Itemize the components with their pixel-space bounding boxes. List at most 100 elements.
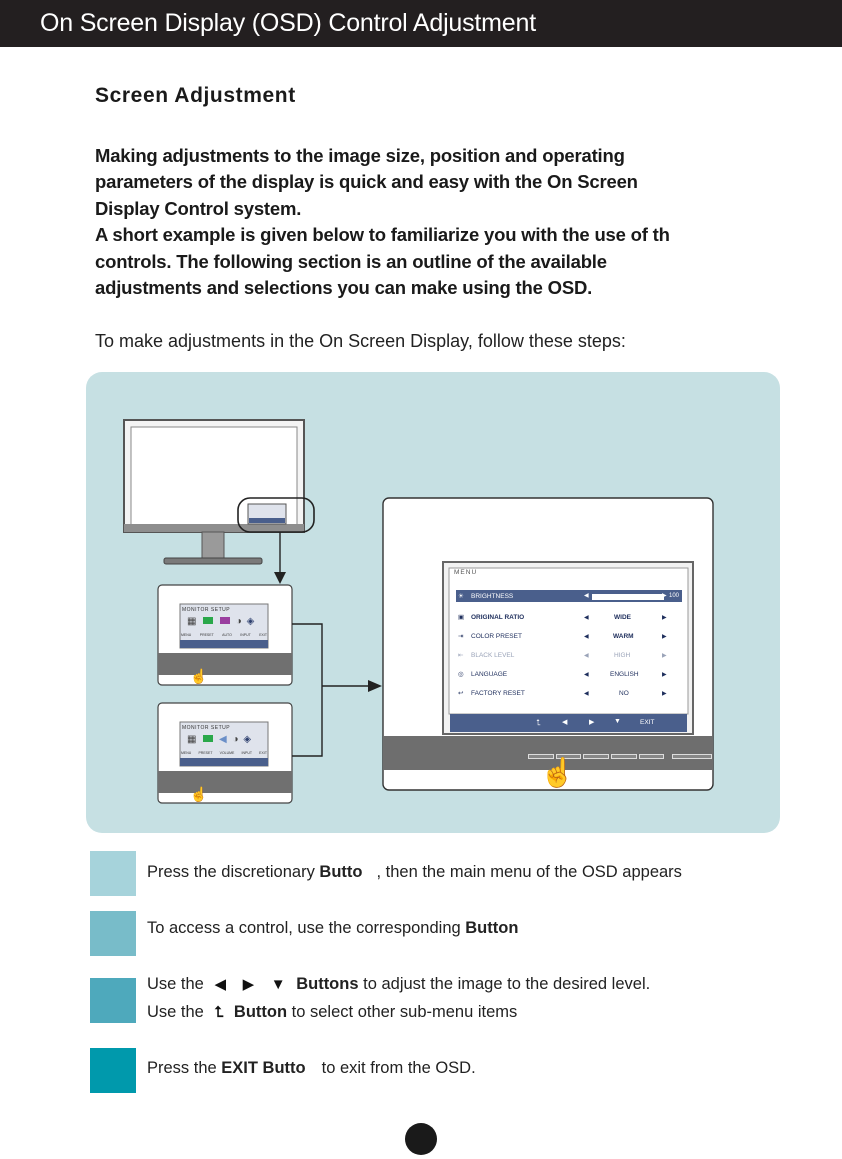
monitor-setup-label-2: MONITOR SETUP — [182, 725, 231, 731]
step-1-bold: Butto — [319, 863, 363, 881]
step-3-line-2: Use the ⮤ Button to select other sub-men… — [147, 1003, 517, 1022]
left-arrow-icon: ◀ — [214, 976, 227, 993]
step-4-color-swatch — [90, 1048, 136, 1093]
small-menu-item: MENU — [181, 751, 192, 755]
bracket-line — [292, 623, 323, 757]
step-3-line-2-bold: Button — [233, 1003, 288, 1021]
osd-exit-label: EXIT — [640, 719, 655, 726]
osd-row-language: ◎ LANGUAGE ◀ ENGLISH ▶ — [456, 667, 682, 686]
osd-row-label: ORIGINAL RATIO — [471, 614, 525, 621]
hand-pointer-icon: ☝ — [540, 757, 575, 788]
left-arrow-icon: ◀ — [584, 691, 589, 697]
intro-line: A short example is given below to famili… — [95, 224, 670, 246]
left-arrow-icon: ◀ — [584, 615, 589, 621]
step-2-color-swatch — [90, 911, 136, 956]
step-4-bold: EXIT Butto — [221, 1059, 306, 1077]
small-menu-1: MENU PRESET AUTO INPUT EXIT — [181, 633, 267, 637]
right-arrow-icon: ▶ — [662, 691, 667, 697]
volume-icon: ◀ — [219, 734, 227, 745]
right-arrow-icon: ▶ — [662, 653, 667, 659]
osd-row-label: FACTORY RESET — [471, 690, 525, 697]
small-menu-item: INPUT — [240, 633, 251, 637]
right-arrow-icon: ▶ — [662, 634, 667, 640]
osd-small-panel-1 — [157, 584, 293, 686]
osd-row-label: LANGUAGE — [471, 671, 508, 678]
hardware-down-button[interactable] — [610, 754, 637, 759]
steps-lead-text: To make adjustments in the On Screen Dis… — [95, 331, 626, 351]
input-icon: ◑ — [235, 616, 242, 627]
small-panel-icons-1: ▦ ◑ ◈ — [187, 616, 254, 627]
osd-row-color-preset: ⇥ COLOR PRESET ◀ WARM ▶ — [456, 629, 682, 648]
step-3-line-1: Use the ◀ ▶ ▼ Buttons to adjust the imag… — [147, 975, 650, 994]
small-menu-item: EXIT — [259, 633, 267, 637]
osd-diagram-panel: MONITOR SETUP MONITOR SETUP MENU PRESET … — [86, 372, 780, 833]
monitor-illustration — [123, 419, 315, 565]
header-bar: On Screen Display (OSD) Control Adjustme… — [0, 0, 842, 47]
step-4-post: to exit from the OSD. — [321, 1059, 476, 1077]
preset-icon — [203, 617, 214, 624]
auto-icon — [220, 617, 231, 624]
intro-line: Making adjustments to the image size, po… — [95, 145, 625, 166]
hardware-power-button[interactable] — [672, 754, 713, 759]
down-arrow-icon: ▼ — [270, 976, 286, 993]
step-3-line-2-post: to select other sub-menu items — [287, 1003, 518, 1021]
left-arrow-icon: ◀ — [584, 672, 589, 678]
step-1-color-swatch — [90, 851, 136, 896]
input-icon: ◑ — [232, 734, 239, 745]
small-panel-icons-2: ▦ ◀ ◑ ◈ — [187, 734, 251, 745]
intro-line: Display Control system. — [95, 197, 302, 219]
left-arrow-icon: ◀ — [562, 719, 568, 726]
osd-row-value: WARM — [613, 633, 634, 640]
brightness-slider-track — [592, 594, 664, 600]
osd-row-value: NO — [619, 690, 629, 697]
osd-row-original-ratio: ▣ ORIGINAL RATIO ◀ WIDE ▶ — [456, 610, 682, 629]
right-arrow-icon: ▶ — [589, 719, 595, 726]
color-preset-icon: ⇥ — [458, 633, 464, 640]
right-arrow-icon: ▶ — [242, 976, 255, 993]
osd-small-panel-2 — [157, 702, 293, 804]
intro-line: controls. The following section is an ou… — [95, 250, 607, 272]
menu-icon: ▦ — [187, 616, 197, 627]
step-1-text: Press the discretionary Butto, then the … — [147, 863, 682, 882]
hardware-right-button[interactable] — [583, 754, 609, 759]
step-4-pre: Press the — [147, 1059, 222, 1077]
step-2-bold: Button — [465, 919, 519, 937]
language-icon: ◎ — [458, 671, 464, 678]
step-3-line-2-pre: Use the — [147, 1003, 204, 1021]
preset-icon — [203, 735, 214, 742]
hardware-left-button[interactable] — [555, 754, 582, 759]
step-3-color-swatch — [90, 978, 136, 1023]
monitor-setup-label-1: MONITOR SETUP — [182, 607, 231, 613]
small-menu-item: PRESET — [198, 751, 213, 755]
small-menu-item: AUTO — [222, 633, 232, 637]
osd-row-value: WIDE — [614, 614, 631, 621]
hardware-menu-button[interactable] — [528, 754, 554, 759]
exit-icon: ◈ — [246, 616, 255, 627]
down-arrow-icon: ▼ — [614, 718, 621, 725]
osd-row-factory-reset: ↩ FACTORY RESET ◀ NO ▶ — [456, 686, 682, 705]
osd-row-black-level: ⇤ BLACK LEVEL ◀ HIGH ▶ — [456, 648, 682, 667]
osd-row-brightness: ☀ BRIGHTNESS ◀ ▶ 100 — [456, 590, 682, 610]
osd-row-label: BRIGHTNESS — [471, 593, 514, 600]
small-menu-item: EXIT — [259, 751, 267, 755]
right-arrow-icon: ▶ — [662, 593, 667, 599]
small-menu-item: INPUT — [241, 751, 253, 755]
hardware-button-row — [528, 754, 713, 759]
arrow-head — [368, 680, 382, 692]
osd-row-value: ENGLISH — [610, 671, 639, 678]
intro-paragraph: Making adjustments to the image size, po… — [95, 143, 755, 301]
osd-row-label: COLOR PRESET — [471, 633, 522, 640]
brightness-value: 100 — [669, 593, 680, 599]
osd-diagram — [123, 419, 714, 804]
black-level-icon: ⇤ — [458, 652, 464, 659]
osd-menu-title: MENU — [454, 569, 478, 576]
right-arrow-icon: ▶ — [662, 672, 667, 678]
brightness-slider-fill — [593, 595, 663, 599]
menu-icon: ▦ — [187, 734, 197, 745]
hardware-exit-button[interactable] — [638, 754, 665, 759]
step-4-text: Press the EXIT Butto to exit from the OSD… — [147, 1059, 476, 1078]
section-title: Screen Adjustment — [95, 84, 296, 107]
left-arrow-icon: ◀ — [584, 593, 589, 599]
right-arrow-icon: ▶ — [662, 615, 667, 621]
step-3-line-1-bold: Buttons — [296, 975, 359, 993]
